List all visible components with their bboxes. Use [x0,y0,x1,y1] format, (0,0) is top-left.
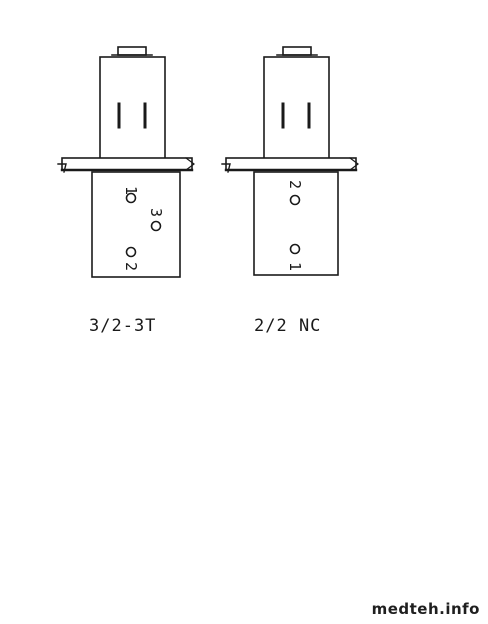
valve-3-2-3t-flange [61,157,193,171]
watermark: medteh.info [371,600,480,618]
valve-2-2-nc-port-2 [289,194,301,206]
valve-3-2-3t-port-2-label: 2 [122,262,140,271]
valve-3-2-3t-port-3-label: 3 [147,208,165,217]
valve-2-2-nc-flange [225,157,357,171]
valve-2-2-nc-port-1-label: 1 [286,262,304,271]
valve-2-2-nc-port-1 [289,243,301,255]
valve-2-2-nc-caption: 2/2 NC [254,316,321,336]
valve-3-2-3t-caption: 3/2-3T [89,316,156,336]
valve-2-2-nc-block [253,171,339,276]
valve-3-2-3t-block [91,171,181,278]
valve-2-2-nc-coil [263,56,330,160]
valve-3-2-3t-coil [99,56,166,160]
valve-3-2-3t-port-1-label: 1 [122,186,140,195]
valve-2-2-nc-cap [282,46,312,56]
valve-3-2-3t [57,46,195,278]
valve-3-2-3t-port-1 [125,192,137,204]
valve-3-2-3t-port-2 [125,246,137,258]
valve-3-2-3t-port-3 [150,220,162,232]
valve-2-2-nc-port-2-label: 2 [286,180,304,189]
valve-3-2-3t-cap [117,46,147,56]
valve-2-2-nc [221,46,359,276]
